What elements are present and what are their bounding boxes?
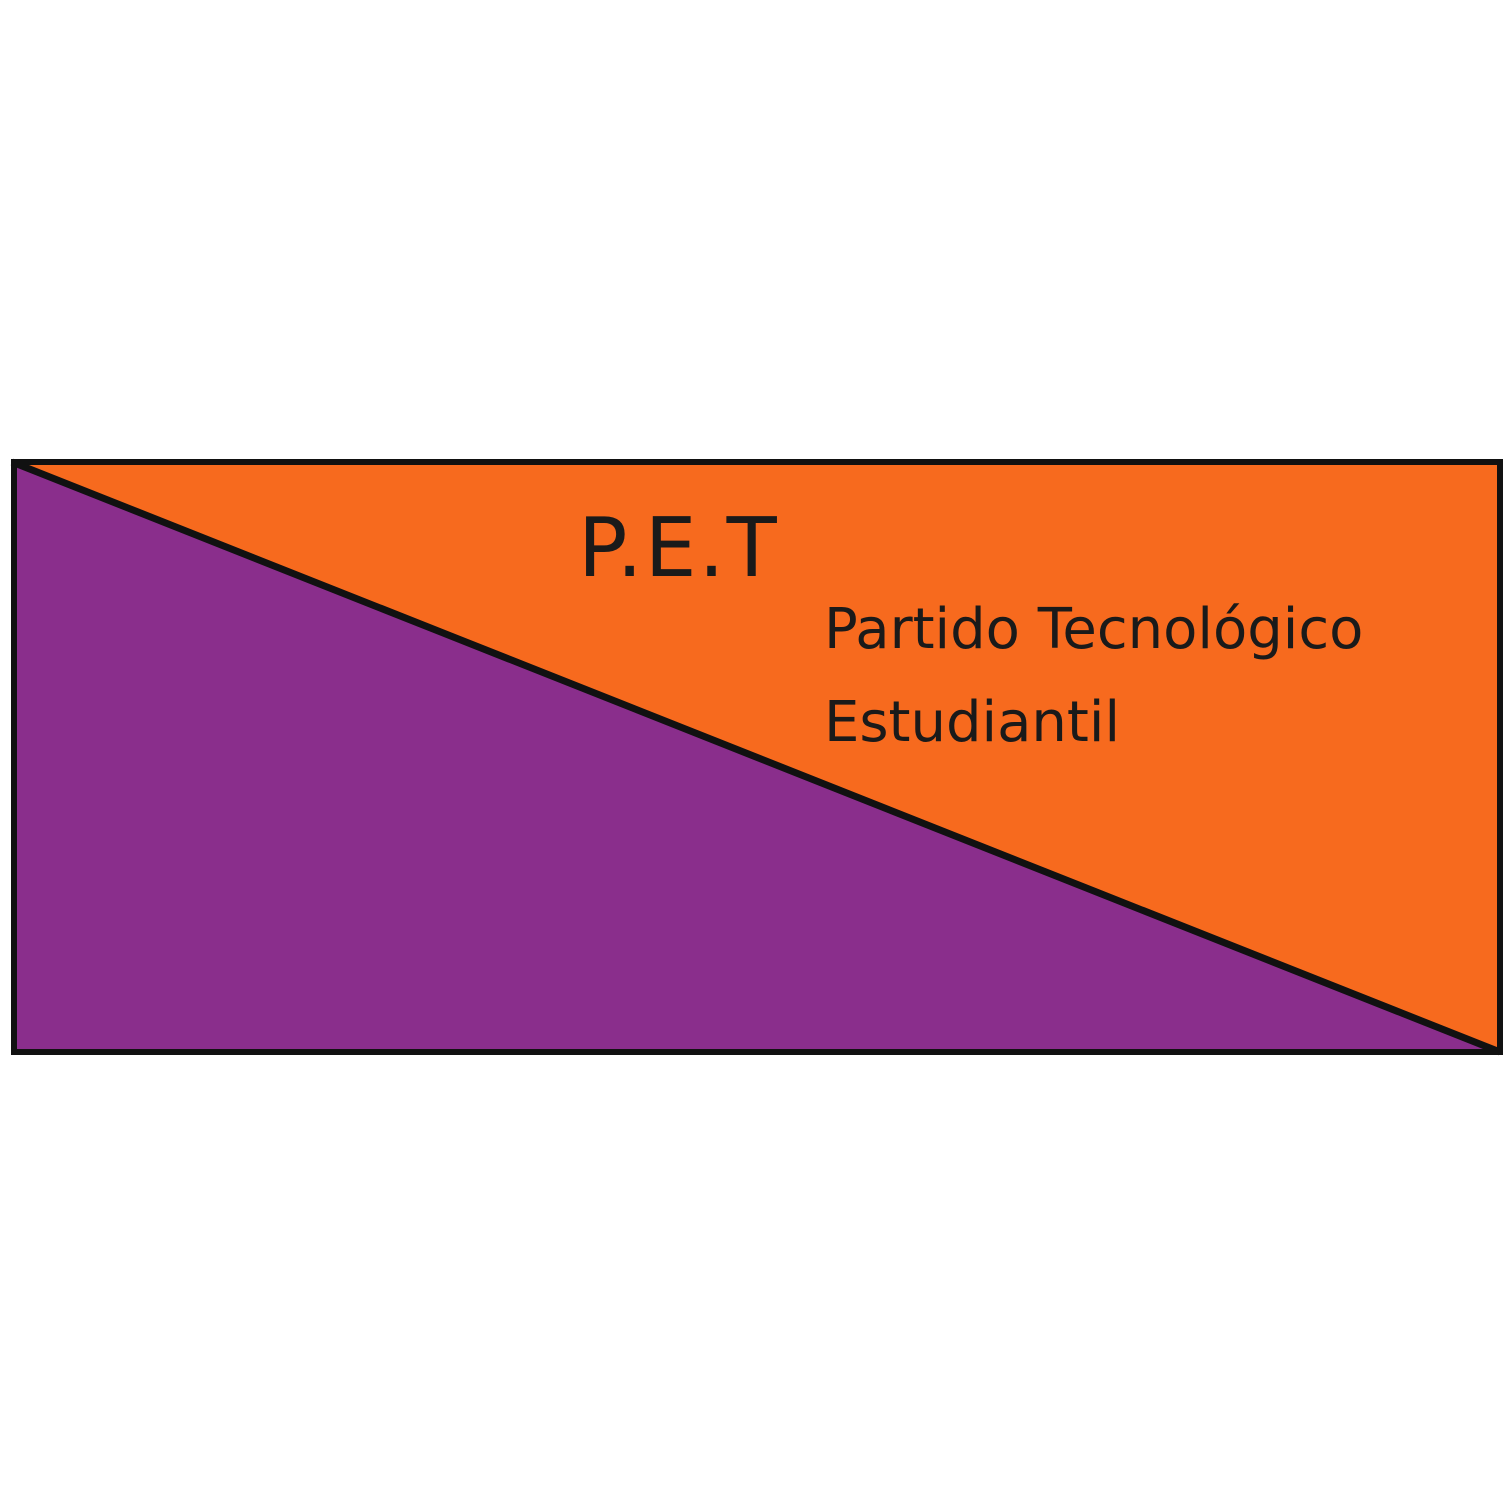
diagonal-divider: [10, 458, 1502, 1056]
party-acronym: P.E.T: [578, 501, 779, 596]
flag-border: [11, 459, 1503, 1055]
party-name-line-1: Partido Tecnológico: [824, 597, 1364, 662]
party-name-line-2: Estudiantil: [824, 690, 1120, 755]
